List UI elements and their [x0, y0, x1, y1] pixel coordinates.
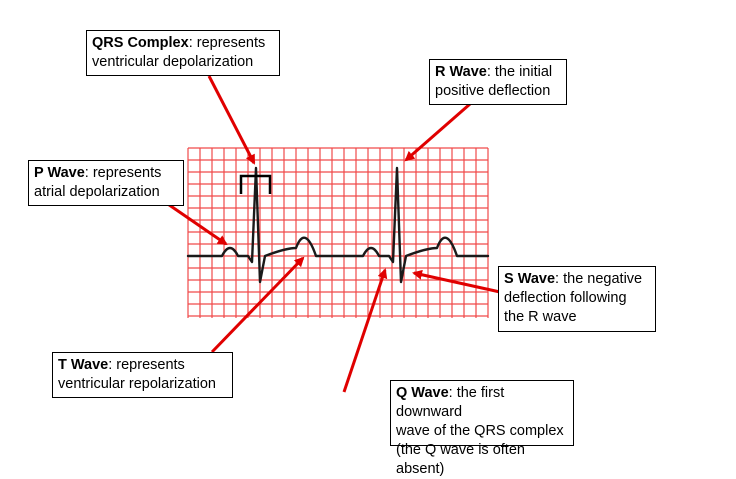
callout-arrows — [161, 75, 501, 393]
q-text-line3: (the Q wave is often absent) — [396, 442, 525, 477]
s-arrow — [412, 269, 501, 294]
p-text-line2: atrial depolarization — [34, 184, 160, 200]
ecg-diagram: QRS Complex: represents ventricular depo… — [28, 30, 656, 477]
t-text-line2: ventricular repolarization — [58, 376, 216, 392]
t-wave-callout: T Wave: represents ventricular repolariz… — [52, 352, 233, 398]
p-wave-callout: P Wave: represents atrial depolarization — [28, 160, 184, 206]
s-wave-callout: S Wave: the negative deflection followin… — [498, 266, 656, 332]
q-term: Q Wave — [396, 385, 449, 401]
r-text-line2: positive deflection — [435, 83, 551, 99]
qrs-arrow — [207, 75, 256, 165]
qrs-complex-callout: QRS Complex: represents ventricular depo… — [86, 30, 280, 76]
r-arrow — [404, 102, 471, 162]
ecg-trace-line — [186, 166, 490, 284]
t-text-line1: : represents — [108, 357, 185, 373]
qrs-text-line2: ventricular depolarization — [92, 54, 254, 70]
r-text-line1: : the initial — [486, 64, 553, 80]
p-term: P Wave — [34, 165, 85, 181]
q-arrow — [342, 268, 388, 393]
qrs-term: QRS Complex — [92, 35, 189, 51]
p-arrow — [161, 198, 228, 246]
s-term: S Wave — [504, 271, 556, 287]
qrs-bracket — [239, 174, 272, 194]
ecg-svg — [161, 75, 501, 393]
s-text-line1: : the negative — [555, 271, 643, 287]
qrs-text-line1: : represents — [188, 35, 266, 51]
q-wave-callout: Q Wave: the first downward wave of the Q… — [390, 380, 574, 477]
s-text-line2: deflection following — [504, 290, 627, 306]
t-arrow — [210, 256, 305, 354]
p-text-line1: : represents — [84, 165, 162, 181]
ecg-grid — [187, 147, 489, 318]
t-term: T Wave — [58, 357, 109, 373]
s-text-line3: the R wave — [504, 309, 577, 325]
q-text-line2: wave of the QRS complex — [396, 423, 564, 439]
r-term: R Wave — [435, 64, 487, 80]
r-wave-callout: R Wave: the initial positive deflection — [429, 59, 567, 105]
q-text-line1: : the first downward — [396, 385, 505, 420]
